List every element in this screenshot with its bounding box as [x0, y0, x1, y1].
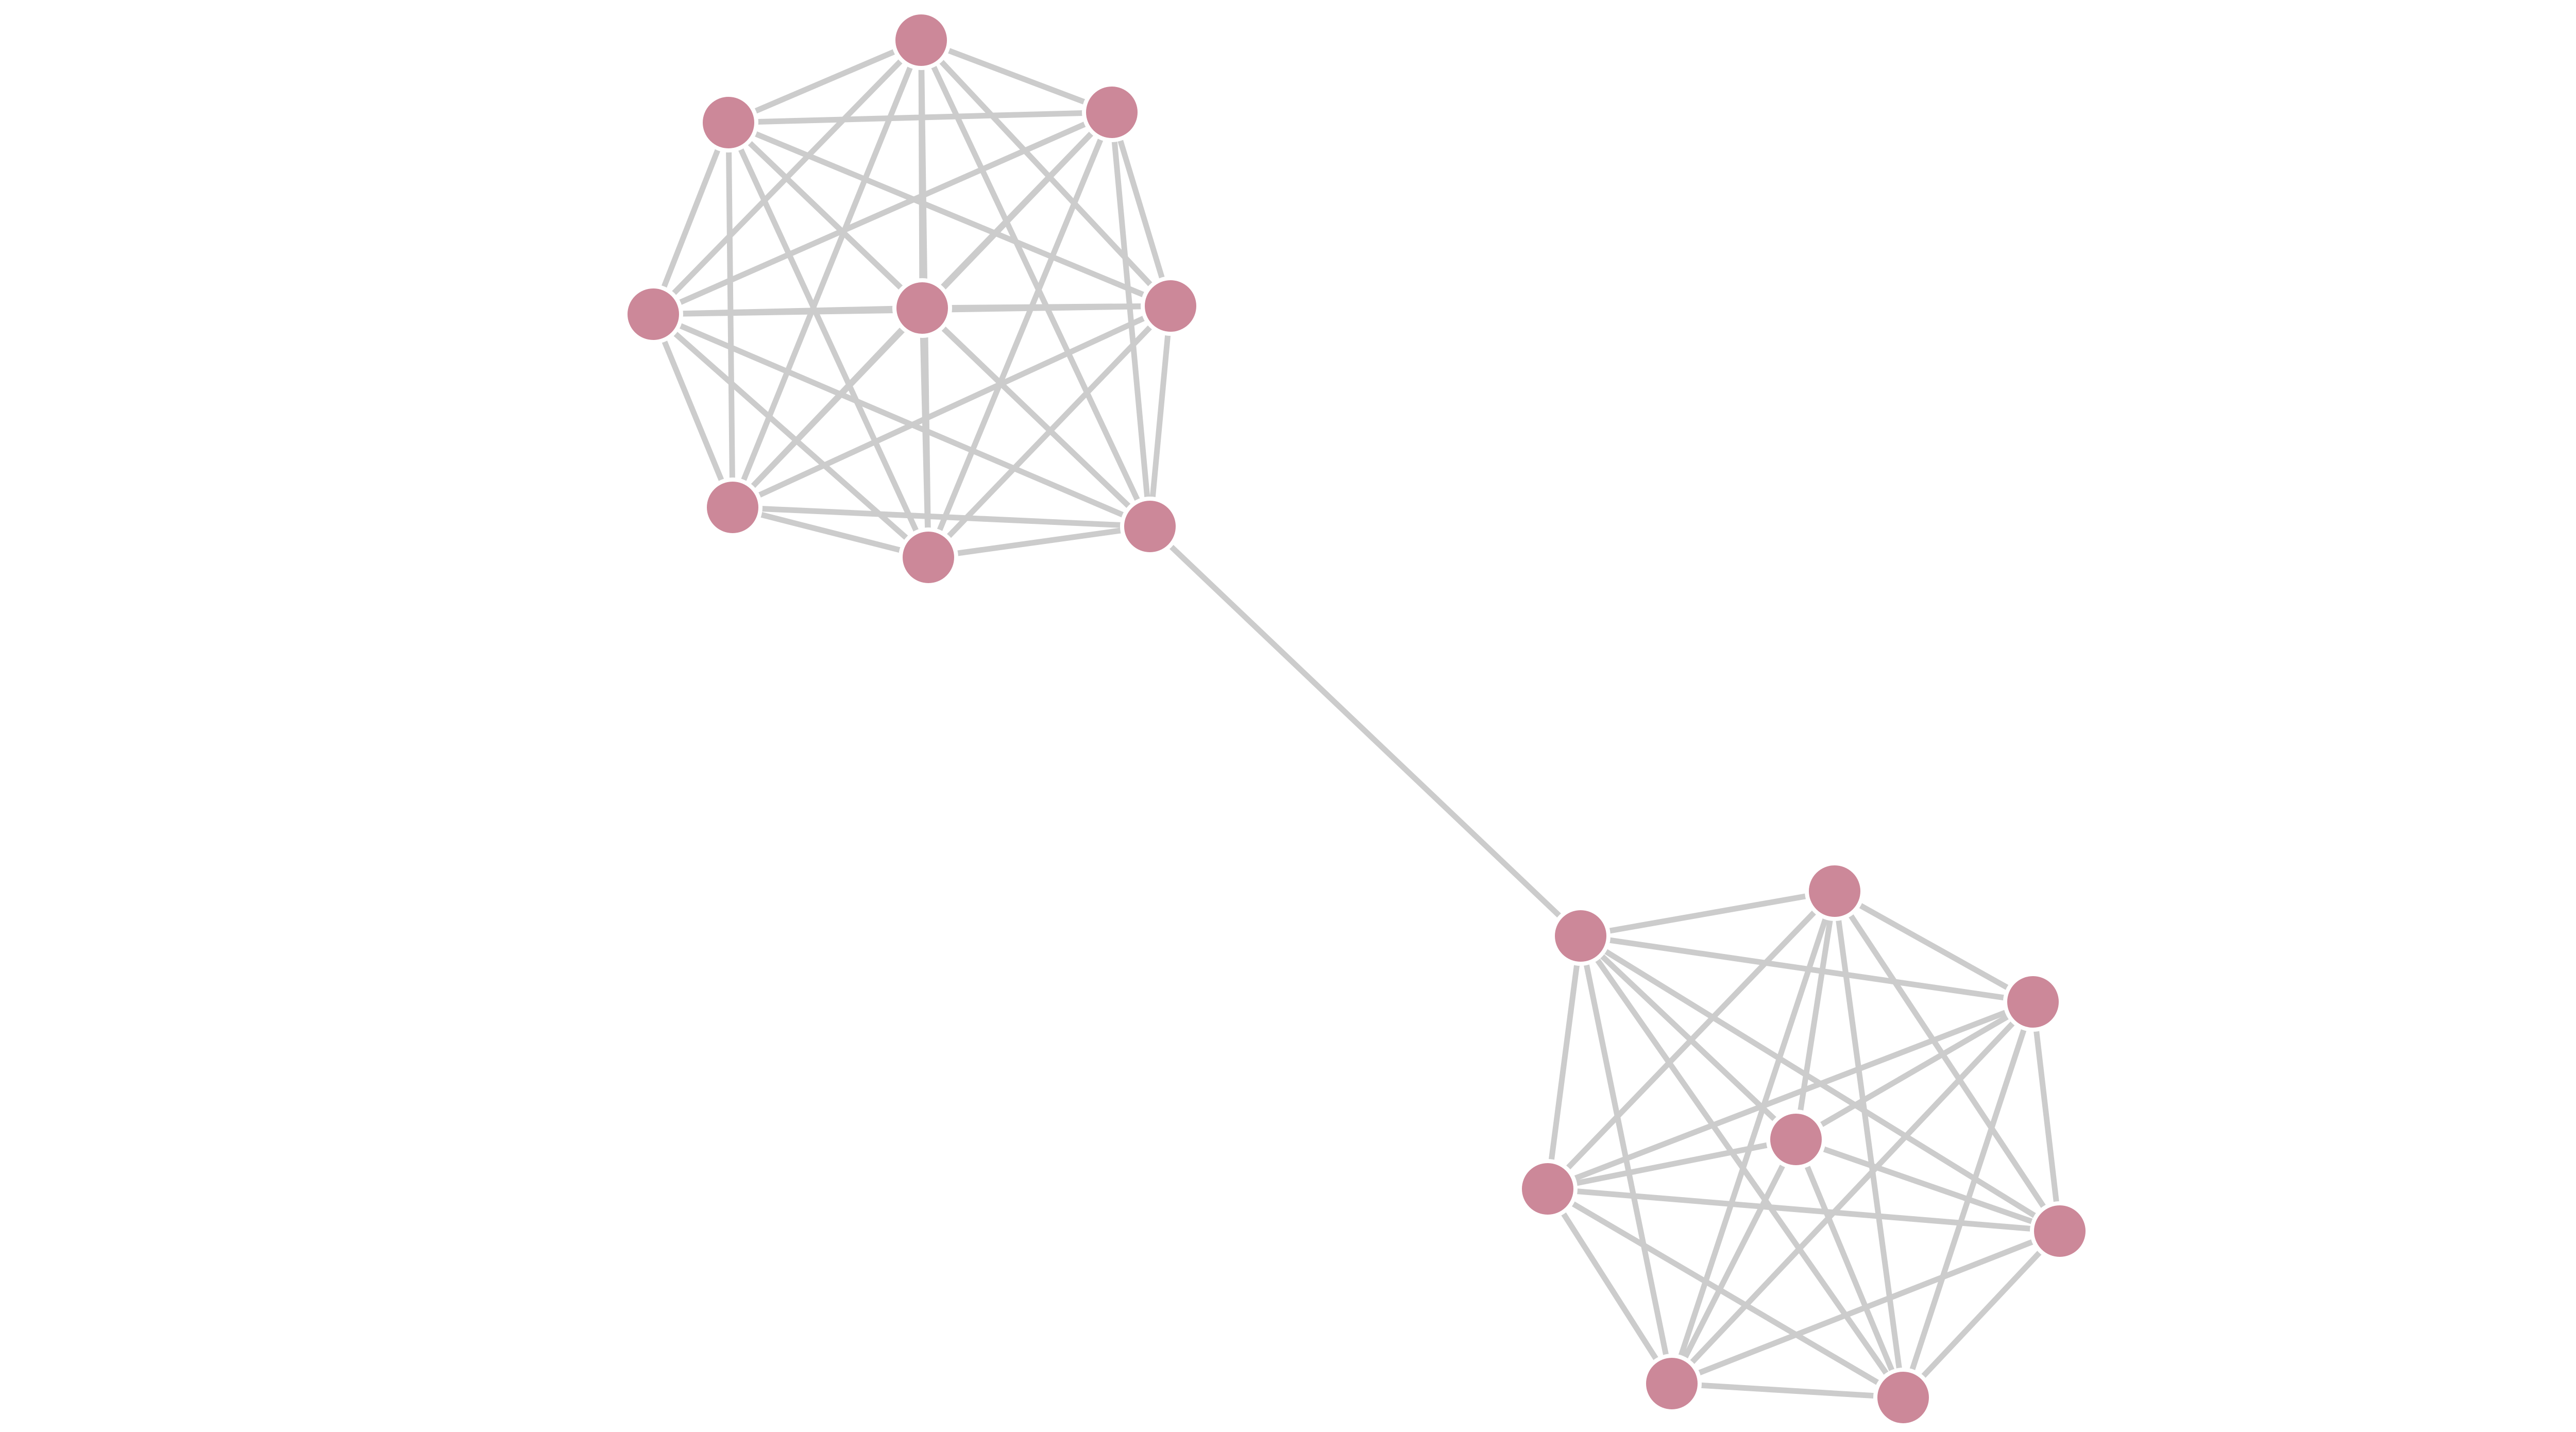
edge-b3-b5 — [1545, 999, 2036, 1192]
edge-b3-b4 — [1793, 999, 2036, 1143]
edge-b6-b8 — [1900, 1228, 2063, 1401]
edge-b6-b7 — [1669, 1228, 2063, 1387]
edge-b2-b5 — [1545, 888, 1838, 1192]
node-a9[interactable] — [899, 527, 958, 587]
node-b5[interactable] — [1518, 1159, 1578, 1219]
edge-a7-a9 — [730, 504, 931, 560]
edge-b2-b8 — [1832, 888, 1906, 1401]
edge-b1-b5 — [1545, 933, 1584, 1192]
node-a4[interactable] — [623, 284, 683, 344]
graph-edges — [650, 37, 2063, 1401]
edge-a4-a8 — [650, 311, 1153, 530]
edge-a7-a8 — [730, 504, 1153, 530]
node-a6[interactable] — [1141, 276, 1200, 336]
node-a8[interactable] — [1120, 497, 1180, 556]
edge-b4-b6 — [1793, 1136, 2063, 1234]
edge-b3-b7 — [1669, 999, 2036, 1387]
edge-b5-b7 — [1545, 1186, 1675, 1387]
edge-a3-a8 — [1109, 109, 1153, 530]
edge-a3-a6 — [1109, 109, 1174, 309]
edge-a3-a4 — [650, 109, 1115, 317]
node-b4[interactable] — [1766, 1110, 1826, 1169]
edge-a1-a8 — [918, 37, 1153, 530]
edge-a2-a3 — [725, 109, 1115, 126]
edge-a8-a9 — [925, 523, 1153, 560]
edge-a1-a2 — [725, 37, 924, 126]
graph-nodes — [623, 10, 2090, 1427]
edge-b3-b6 — [2030, 999, 2063, 1234]
edge-a1-a6 — [918, 37, 1174, 309]
edge-b4-b7 — [1669, 1136, 1799, 1387]
edge-b2-b4 — [1793, 888, 1838, 1143]
node-b1[interactable] — [1551, 906, 1611, 966]
node-a3[interactable] — [1082, 82, 1142, 142]
node-a5[interactable] — [892, 278, 952, 338]
edge-a2-a4 — [650, 120, 732, 317]
edge-b5-b8 — [1545, 1186, 1906, 1401]
edge-a8-b1 — [1147, 523, 1584, 939]
edge-a3-a9 — [925, 109, 1115, 560]
node-a1[interactable] — [891, 10, 951, 70]
edge-b2-b6 — [1832, 888, 2063, 1234]
edge-a2-a9 — [725, 120, 931, 560]
edge-a1-a3 — [918, 37, 1115, 115]
edge-b5-b6 — [1545, 1186, 2063, 1234]
node-b7[interactable] — [1642, 1354, 1702, 1413]
edge-a2-a6 — [725, 120, 1174, 309]
edge-a5-a6 — [919, 303, 1174, 311]
edge-a6-a7 — [730, 303, 1174, 510]
node-a7[interactable] — [703, 478, 762, 537]
edge-a6-a8 — [1147, 303, 1174, 530]
edge-b4-b5 — [1545, 1136, 1799, 1192]
edge-b7-b8 — [1669, 1380, 1906, 1401]
node-b6[interactable] — [2030, 1201, 2090, 1261]
edge-a5-a7 — [730, 305, 925, 510]
edge-b1-b2 — [1578, 888, 1838, 939]
edge-b2-b3 — [1832, 888, 2036, 1005]
edge-b2-b7 — [1669, 888, 1838, 1387]
edge-a5-a8 — [919, 305, 1153, 530]
node-a2[interactable] — [699, 93, 758, 152]
edge-b4-b8 — [1793, 1136, 1906, 1401]
edge-a4-a7 — [650, 311, 736, 510]
node-b2[interactable] — [1805, 861, 1865, 921]
node-b3[interactable] — [2003, 972, 2063, 1032]
node-b8[interactable] — [1873, 1368, 1933, 1427]
